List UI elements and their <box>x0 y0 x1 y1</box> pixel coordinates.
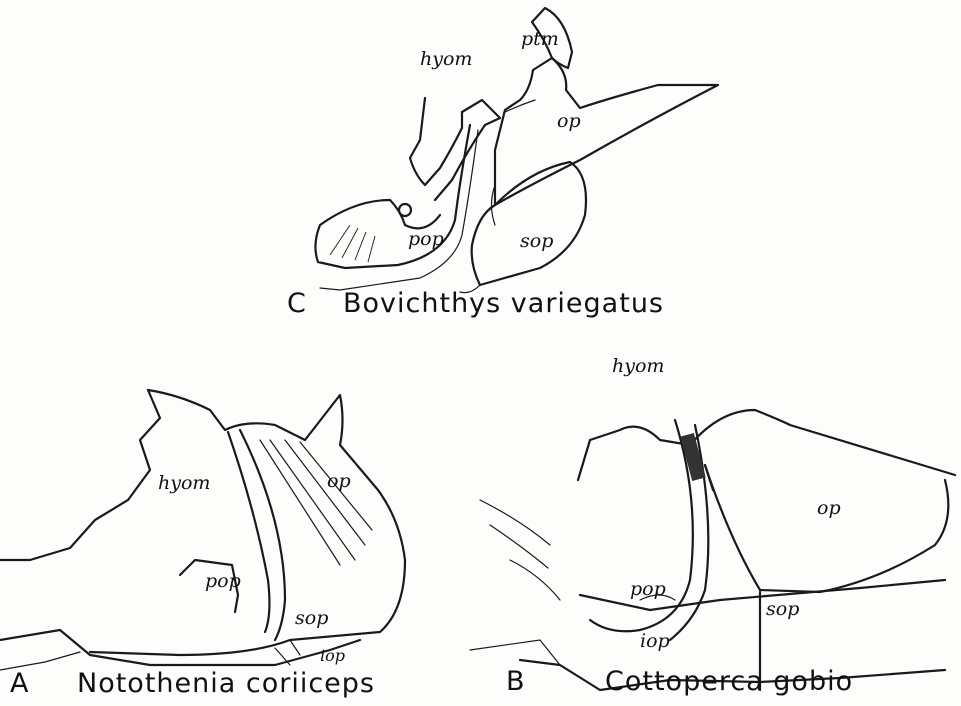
hatching-c <box>330 225 375 262</box>
label-op-c: op <box>557 110 581 132</box>
opercle-outline-b <box>705 465 948 592</box>
hyomandibular-edge-a <box>0 390 160 560</box>
label-iop-a: iop <box>320 646 345 665</box>
label-op-b: op <box>817 497 841 519</box>
label-sop-c: sop <box>520 230 553 252</box>
label-iop-b: iop <box>640 630 670 652</box>
label-pop-a: pop <box>205 570 241 592</box>
striations-b <box>480 500 560 600</box>
panel-b-letter: B <box>506 666 526 697</box>
panel-a-drawing <box>0 390 405 670</box>
panel-c-drawing <box>315 8 718 293</box>
hyomandibular-bone-c <box>410 98 500 200</box>
label-pop-c: pop <box>408 228 444 250</box>
panel-b-species: Cottoperca gobio <box>605 666 853 697</box>
label-sop-a: sop <box>295 607 328 629</box>
panel-a-letter: A <box>10 668 29 699</box>
dorsal-edge-b <box>578 410 955 480</box>
panel-a-species: Notothenia coriiceps <box>77 668 375 699</box>
label-hyom-c: hyom <box>420 48 472 70</box>
panel-b-drawing <box>470 410 955 690</box>
label-op-a: op <box>327 470 351 492</box>
label-ptm: ptm <box>521 28 559 50</box>
opercle-spine-b <box>705 465 713 490</box>
label-hyom-b: hyom <box>612 355 664 377</box>
opercle-striations-a <box>260 440 372 565</box>
opercle-bone-c <box>495 58 718 205</box>
preopercle-margin-a <box>240 430 285 640</box>
panel-c-letter: C <box>287 288 307 319</box>
label-pop-b: pop <box>630 578 666 600</box>
label-hyom-a: hyom <box>158 472 210 494</box>
foramen-c <box>399 204 411 216</box>
panel-c-species: Bovichthys variegatus <box>343 288 664 319</box>
jaw-line-b <box>470 640 560 665</box>
label-sop-b: sop <box>766 598 799 620</box>
subopercle-bone-c <box>472 162 586 285</box>
preopercle-bone-c <box>315 125 470 268</box>
opercle-outline-a <box>90 390 405 655</box>
preopercle-ridge-a <box>228 432 269 632</box>
